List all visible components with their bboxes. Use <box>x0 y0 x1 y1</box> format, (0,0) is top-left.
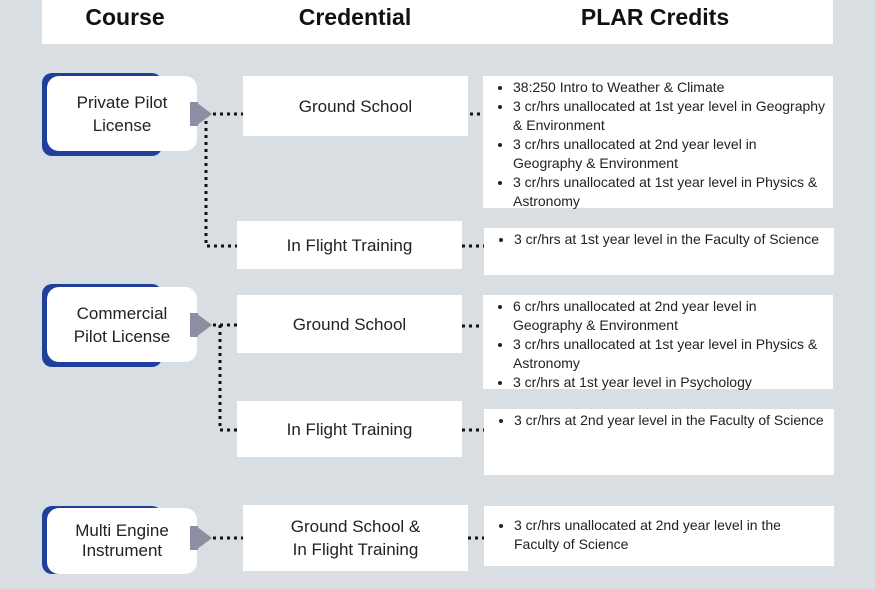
credential-label-line: Ground School & <box>290 517 421 536</box>
list-item: 3 cr/hrs unallocated at 1st year level i… <box>513 97 827 135</box>
credential-label: Ground School <box>298 96 413 116</box>
credential-label-line: In Flight Training <box>292 540 419 559</box>
course-commercial-pilot-license: Commercial Pilot License <box>47 287 197 362</box>
list-item: 3 cr/hrs unallocated at 2nd year level i… <box>514 516 828 554</box>
header-credential: Credential <box>298 4 412 30</box>
header-course: Course <box>85 4 165 30</box>
list-item: 3 cr/hrs at 1st year level in the Facult… <box>514 230 828 249</box>
arrow-stem <box>190 313 198 337</box>
credential-in-flight-training: In Flight Training <box>237 401 462 457</box>
list-item: 38:250 Intro to Weather & Climate <box>513 78 827 97</box>
course-private-pilot-license: Private Pilot License <box>47 76 197 151</box>
credential-in-flight-training: In Flight Training <box>237 221 462 269</box>
plar-credits-list: 3 cr/hrs at 1st year level in the Facult… <box>484 228 834 275</box>
list-item: 3 cr/hrs unallocated at 1st year level i… <box>513 335 827 373</box>
arrow-right-icon <box>196 313 212 337</box>
credential-label: In Flight Training <box>286 419 413 439</box>
connector-private-flight <box>204 114 237 248</box>
arrow-right-icon <box>196 102 212 126</box>
course-label-line: Multi Engine <box>75 521 169 540</box>
plar-credits-list: 6 cr/hrs unallocated at 2nd year level i… <box>483 295 833 392</box>
course-label-line: Private Pilot <box>76 92 168 112</box>
credential-label: In Flight Training <box>286 235 413 255</box>
course-multi-engine-instrument: Multi Engine Instrument <box>47 508 197 574</box>
credential-ground-school: Ground School <box>237 295 462 353</box>
list-item: 6 cr/hrs unallocated at 2nd year level i… <box>513 297 827 335</box>
credential-label: Ground School <box>292 314 407 334</box>
course-label-line: License <box>92 115 152 135</box>
list-item: 3 cr/hrs at 1st year level in Psychology <box>513 373 827 392</box>
plar-credits-list: 3 cr/hrs unallocated at 2nd year level i… <box>484 506 834 566</box>
credential-ground-school: Ground School <box>243 76 468 136</box>
credential-ground-school-and-in-flight-training: Ground School & In Flight Training <box>243 505 468 571</box>
plar-credits-list: 38:250 Intro to Weather & Climate 3 cr/h… <box>483 76 833 211</box>
arrow-stem <box>190 526 198 550</box>
course-label-line: Commercial <box>76 303 168 323</box>
list-item: 3 cr/hrs at 2nd year level in the Facult… <box>514 411 828 430</box>
course-label-line: Instrument <box>81 541 163 560</box>
arrow-stem <box>190 102 198 126</box>
list-item: 3 cr/hrs unallocated at 1st year level i… <box>513 173 827 211</box>
course-label-line: Pilot License <box>73 326 171 346</box>
plar-credits-list: 3 cr/hrs at 2nd year level in the Facult… <box>484 409 834 475</box>
header-plar-credits: PLAR Credits <box>580 4 730 30</box>
arrow-right-icon <box>196 526 212 550</box>
list-item: 3 cr/hrs unallocated at 2nd year level i… <box>513 135 827 173</box>
column-header-bar: Course Credential PLAR Credits <box>42 0 833 44</box>
connector-commercial-flight <box>218 325 237 432</box>
